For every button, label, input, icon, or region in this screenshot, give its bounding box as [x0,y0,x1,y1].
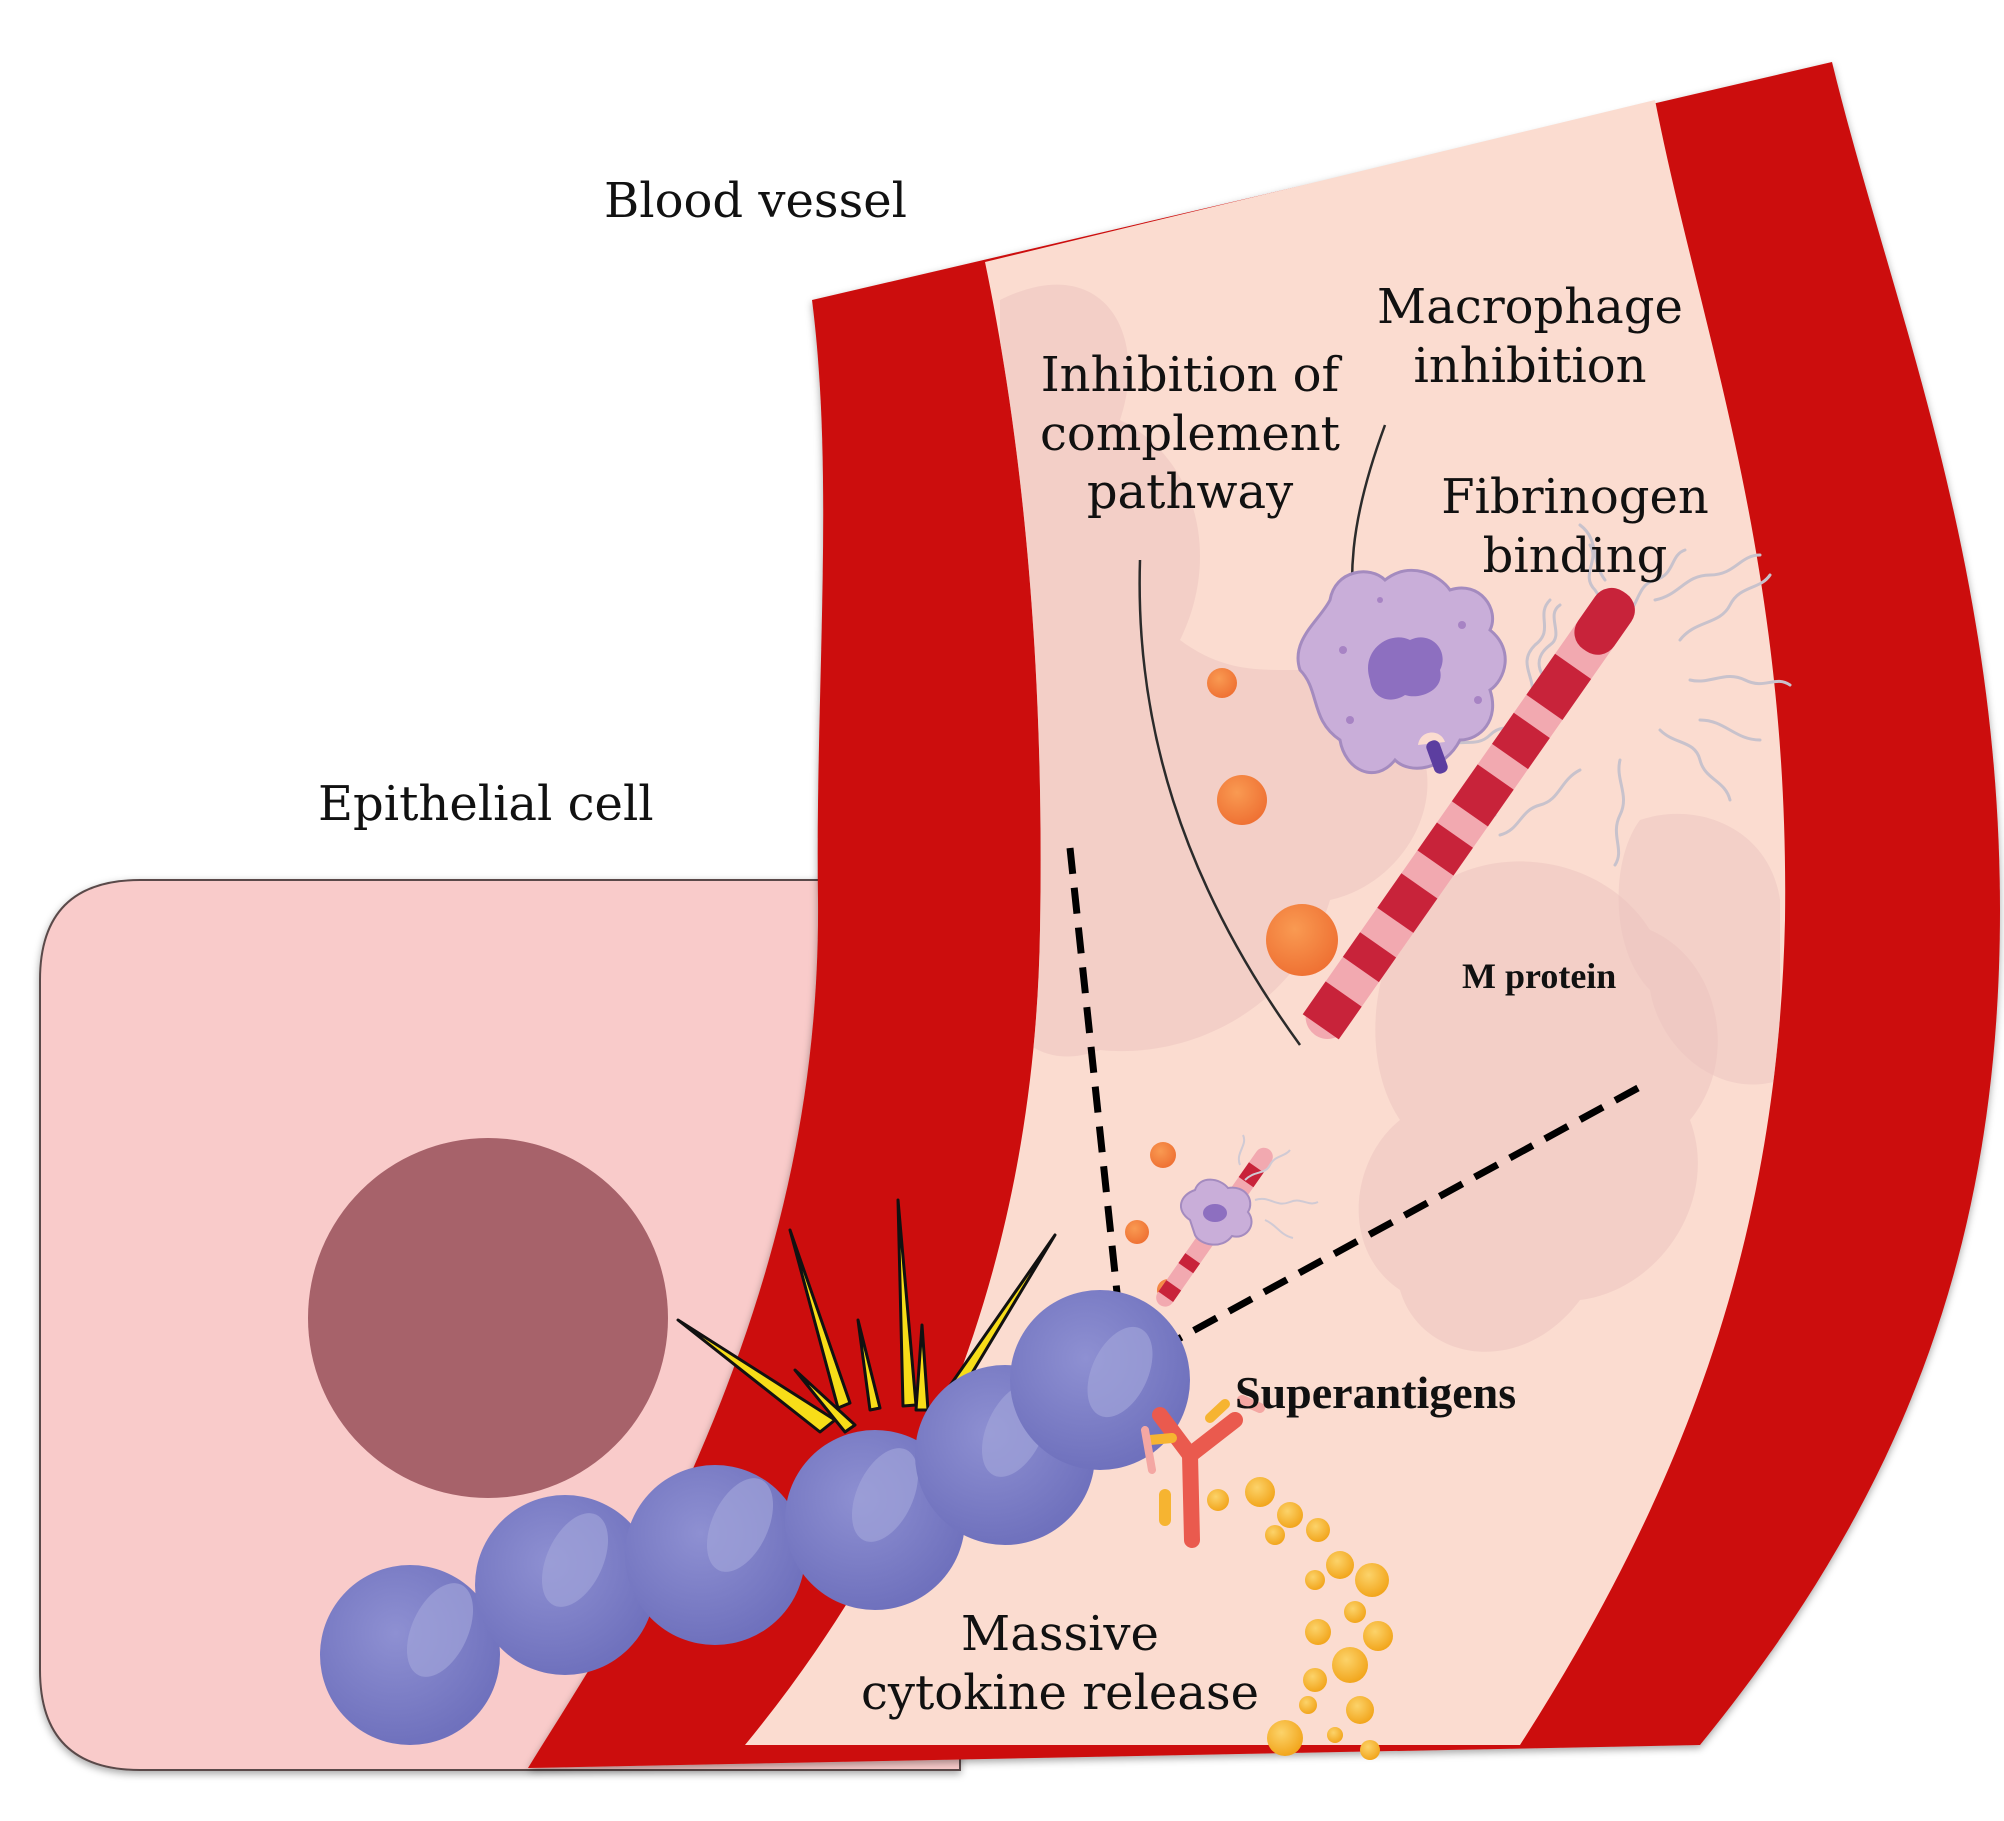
label-line: complement [1040,405,1340,462]
label-line: inhibition [1413,337,1647,394]
cell-nucleus [308,1138,668,1498]
m-protein-fiber [1302,587,1635,1040]
label-epithelial-cell: Epithelial cell [318,776,654,832]
streptococcus-chain-icon [320,1290,1190,1745]
label-m-protein: M protein [1462,956,1617,996]
label-cytokine-release: Massive cytokine release [860,1605,1260,1722]
label-inhibition-complement: Inhibition of complement pathway [1020,346,1360,522]
label-macrophage-inhibition: Macrophage inhibition [1360,278,1700,395]
inset-macrophage-icon [1156,1134,1319,1307]
y-antibody-icon [1141,1395,1265,1548]
macrophage-icon [1296,569,1507,774]
complement-particles [1125,668,1338,1301]
label-superantigens: Superantigens [1235,1367,1517,1418]
zoom-line-right [1156,1084,1640,1354]
label-line: pathway [1086,464,1294,521]
label-fibrinogen-binding: Fibrinogen binding [1410,468,1740,585]
burst-rays [676,1198,1057,1434]
label-line: cytokine release [861,1664,1259,1721]
leader-line-complement [1138,559,1302,1046]
lumen-shading [994,284,1780,1352]
label-line: Macrophage [1377,279,1683,335]
label-blood-vessel: Blood vessel [604,173,907,229]
cytokine-particles [1207,1477,1393,1760]
zoom-line-left [1066,847,1126,1341]
label-line: Inhibition of [1040,347,1340,403]
label-line: Fibrinogen [1441,469,1709,525]
label-line: Massive [961,1606,1159,1662]
label-line: binding [1482,527,1668,584]
